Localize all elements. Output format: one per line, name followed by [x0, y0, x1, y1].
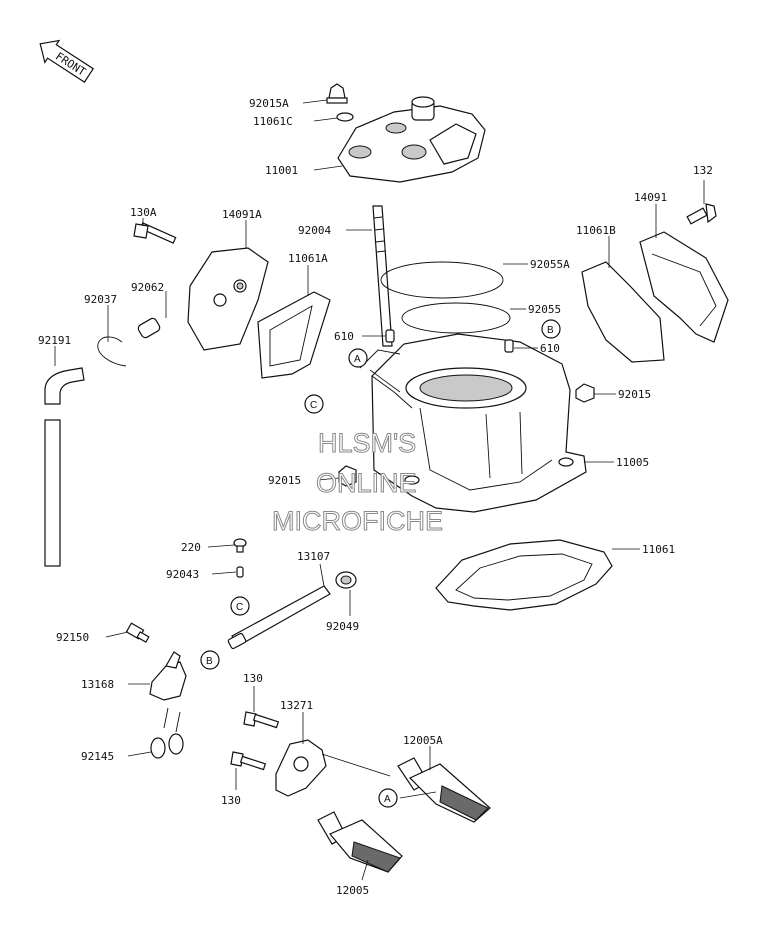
- label-13168: 13168: [81, 678, 114, 691]
- front-arrow: FRONT: [39, 39, 95, 83]
- bolt-130-upper: [243, 711, 280, 729]
- label-92037: 92037: [84, 293, 117, 306]
- svg-text:B: B: [547, 325, 554, 336]
- watermark-line-1: HLSM'S: [318, 428, 416, 458]
- label-13271: 13271: [280, 699, 313, 712]
- ref-b-upper: B: [541, 319, 561, 339]
- label-13107: 13107: [297, 550, 330, 563]
- watermark-line-2: ONLINE: [316, 468, 417, 498]
- label-92015a: 92015A: [249, 97, 289, 110]
- cap-nut: [326, 83, 348, 104]
- ref-c-lower: C: [230, 596, 250, 616]
- svg-text:B: B: [206, 656, 213, 667]
- valve-cover-gasket: [581, 261, 665, 363]
- label-92049: 92049: [326, 620, 359, 633]
- cylinder-head: [337, 96, 486, 183]
- exhaust-valve-a: [397, 757, 491, 823]
- label-92043: 92043: [166, 568, 199, 581]
- label-92191: 92191: [38, 334, 71, 347]
- label-610-b: 610: [540, 342, 560, 355]
- label-92004: 92004: [298, 224, 331, 237]
- label-92055: 92055: [528, 303, 561, 316]
- label-11005: 11005: [616, 456, 649, 469]
- label-11061a: 11061A: [288, 252, 328, 265]
- label-92055a: 92055A: [530, 258, 570, 271]
- svg-text:A: A: [384, 794, 391, 805]
- hose: [44, 367, 85, 567]
- label-11061: 11061: [642, 543, 675, 556]
- label-132: 132: [693, 164, 713, 177]
- spring-clip: [97, 336, 127, 367]
- ref-a-upper: A: [348, 348, 368, 368]
- bolt-92150: [125, 622, 150, 643]
- watermark: HLSM'S ONLINE MICROFICHE: [272, 428, 444, 537]
- svg-text:C: C: [310, 400, 317, 411]
- exhaust-valve: [317, 811, 403, 873]
- bolt-130-lower: [230, 751, 267, 771]
- label-14091: 14091: [634, 191, 667, 204]
- label-92062: 92062: [131, 281, 164, 294]
- svg-text:A: A: [354, 354, 361, 365]
- pin-92043: [236, 566, 244, 578]
- dowel-pin-left: [385, 329, 395, 343]
- label-14091a: 14091A: [222, 208, 262, 221]
- label-11061b: 11061B: [576, 224, 616, 237]
- valve-gasket-left: [257, 291, 331, 379]
- pivot-pin: [137, 317, 161, 339]
- bolt-132: [686, 203, 717, 225]
- label-92145: 92145: [81, 750, 114, 763]
- label-12005a: 12005A: [403, 734, 443, 747]
- base-gasket: [435, 539, 613, 611]
- nut-left: [338, 465, 357, 487]
- label-92150: 92150: [56, 631, 89, 644]
- label-11061c: 11061C: [253, 115, 293, 128]
- label-12005: 12005: [336, 884, 369, 897]
- nut-right: [575, 383, 595, 403]
- o-ring-small: [401, 302, 511, 334]
- part-labels: 92015A 11061C 11001 132 14091 130A 14091…: [38, 97, 713, 897]
- torsion-spring: [150, 707, 184, 759]
- label-220: 220: [181, 541, 201, 554]
- label-92015: 92015: [618, 388, 651, 401]
- svg-text:C: C: [236, 602, 243, 613]
- ref-a-lower: A: [378, 788, 398, 808]
- washer: [336, 112, 354, 122]
- label-130-a: 130: [243, 672, 263, 685]
- watermark-line-3: MICROFICHE: [272, 506, 443, 536]
- shaft: [227, 585, 331, 650]
- o-ring-large: [380, 261, 504, 299]
- dowel-pin-right: [504, 339, 514, 353]
- lever: [149, 661, 187, 701]
- label-92015-b: 92015: [268, 474, 301, 487]
- label-610-a: 610: [334, 330, 354, 343]
- ref-c-upper: C: [304, 394, 324, 414]
- screw-220: [233, 538, 247, 553]
- leader-lines: [54, 99, 705, 881]
- cylinder-block: [359, 333, 587, 513]
- label-130a: 130A: [130, 206, 157, 219]
- valve-cover-left: [187, 247, 269, 351]
- ref-b-lower: B: [200, 650, 220, 670]
- valve-cover: [639, 231, 729, 343]
- label-130-b: 130: [221, 794, 241, 807]
- label-11001: 11001: [265, 164, 298, 177]
- bolt-130a: [133, 222, 177, 244]
